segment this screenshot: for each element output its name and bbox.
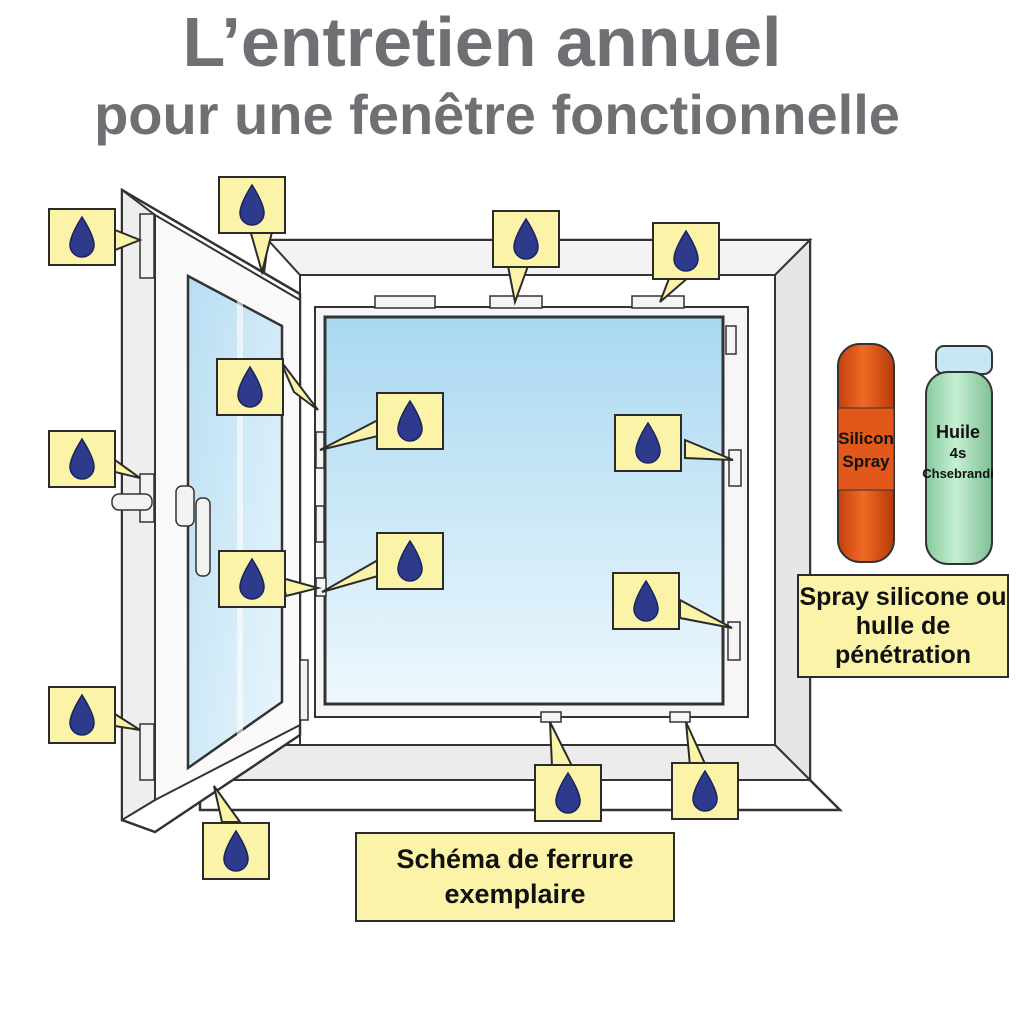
lubrication-point-callout — [218, 176, 286, 234]
oil-drop-icon — [397, 539, 423, 582]
oil-drop-icon — [513, 217, 539, 260]
open-sash — [120, 187, 309, 834]
oil-drop-icon — [237, 365, 263, 408]
lubrication-point-callout — [216, 358, 284, 416]
silicone-spray-can: Silicon Spray — [837, 343, 895, 563]
lubrication-point-callout — [202, 822, 270, 880]
oil-drop-icon — [239, 183, 265, 226]
oil-drop-icon — [555, 771, 581, 814]
oil-drop-icon — [69, 693, 95, 736]
lubrication-point-callout — [48, 208, 116, 266]
oil-drop-icon — [397, 399, 423, 442]
oil-can-label-1: Huile — [936, 422, 980, 442]
lubrication-point-callout — [652, 222, 720, 280]
lubrication-point-callout — [534, 764, 602, 822]
lubrication-point-callout — [492, 210, 560, 268]
title-line-1: L’entretien annuel — [182, 3, 782, 81]
oil-drop-icon — [69, 215, 95, 258]
oil-drop-icon — [69, 437, 95, 480]
lubrication-point-callout — [614, 414, 682, 472]
hardware-schema-caption: Schéma de ferrure exemplaire — [355, 832, 675, 922]
oil-drop-icon — [673, 229, 699, 272]
callout-leaders — [114, 228, 734, 823]
oil-drop-icon — [633, 579, 659, 622]
window-handle — [111, 485, 211, 577]
oil-can-label-3: Chsebrandi — [922, 466, 994, 481]
oil-can-label-2: 4s — [950, 445, 967, 462]
lubrication-point-callout — [376, 532, 444, 590]
lubrication-point-callout — [612, 572, 680, 630]
oil-drop-icon — [635, 421, 661, 464]
lubrication-point-callout — [48, 686, 116, 744]
spray-caption: Spray silicone ou hulle de pénétration — [797, 574, 1009, 678]
lubrication-point-callout — [376, 392, 444, 450]
oil-drop-icon — [239, 557, 265, 600]
oil-drop-icon — [223, 829, 249, 872]
penetrating-oil-can: Huile 4s Chsebrandi — [922, 345, 994, 565]
lubrication-point-callout — [48, 430, 116, 488]
silicone-can-label-1: Silicon — [838, 429, 894, 448]
silicone-can-label-2: Spray — [842, 452, 890, 471]
glass-pane — [323, 315, 725, 706]
lubrication-point-callout — [671, 762, 739, 820]
oil-drop-icon — [692, 769, 718, 812]
lubrication-point-callout — [218, 550, 286, 608]
title-line-2: pour une fenêtre fonctionnelle — [94, 83, 900, 146]
